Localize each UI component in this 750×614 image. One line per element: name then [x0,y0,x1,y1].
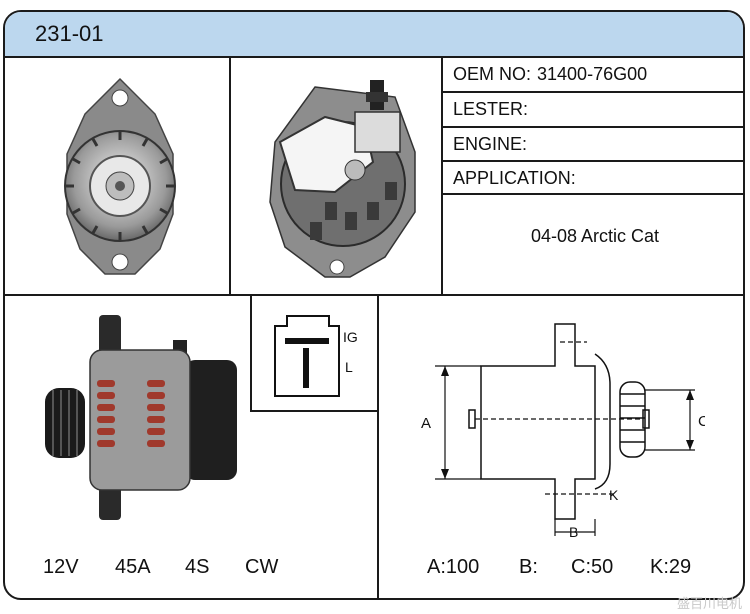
plug-ig-label: IG [343,329,358,345]
watermark-text: 盛百川电机 [676,596,742,611]
dimension-k-value: K:29 [650,556,692,578]
plug-box-bottom [250,410,378,412]
dimension-c-label: C [698,413,705,430]
spec-row-oem: OEM NO:31400-76G00 [443,58,743,92]
rotation-value: CW [245,556,279,578]
grooves-value: 4S [185,556,210,578]
voltage-value: 12V [43,556,79,578]
dimension-c-value: C:50 [571,556,614,578]
divider-vertical-2 [441,56,443,296]
plug-connector-diagram: IG L [274,315,358,397]
alternator-side-photo [45,315,237,520]
application-value: 04-08 Arctic Cat [530,226,660,246]
amperage-value: 45A [115,556,151,578]
spec-row-engine: ENGINE: [443,128,743,162]
divider-vertical-1 [229,56,231,296]
spec-row-lester: LESTER: [443,93,743,127]
divider-vertical-3 [377,296,379,598]
dimension-b-value: B: [519,556,538,578]
dimension-a-label: A [421,415,431,432]
spec-divider-1 [443,91,743,93]
oem-label: OEM NO: [453,64,532,84]
spec-divider-4 [443,193,743,195]
oem-value: 31400-76G00 [537,64,648,84]
product-spec-sheet: 231-01 OEM NO:31400-76G00 LESTER: ENGINE… [3,10,745,600]
alternator-front-photo [64,77,176,275]
lester-label: LESTER: [453,99,529,119]
spec-row-application: APPLICATION: [443,162,743,196]
dimension-a-value: A:100 [427,556,480,578]
dimension-b-label: B [569,524,578,540]
part-number-title: 231-01 [35,21,104,46]
header-bar: 231-01 [5,12,743,58]
spec-divider-3 [443,160,743,162]
plug-l-label: L [345,359,353,375]
alternator-rear-photo [269,80,416,278]
dimension-k-label: K [609,487,619,503]
application-label: APPLICATION: [453,168,576,188]
engine-label: ENGINE: [453,134,528,154]
spec-divider-2 [443,126,743,128]
divider-horizontal-main [5,294,743,296]
plug-box-left [250,296,252,412]
dimension-diagram: A C B K [421,323,705,540]
